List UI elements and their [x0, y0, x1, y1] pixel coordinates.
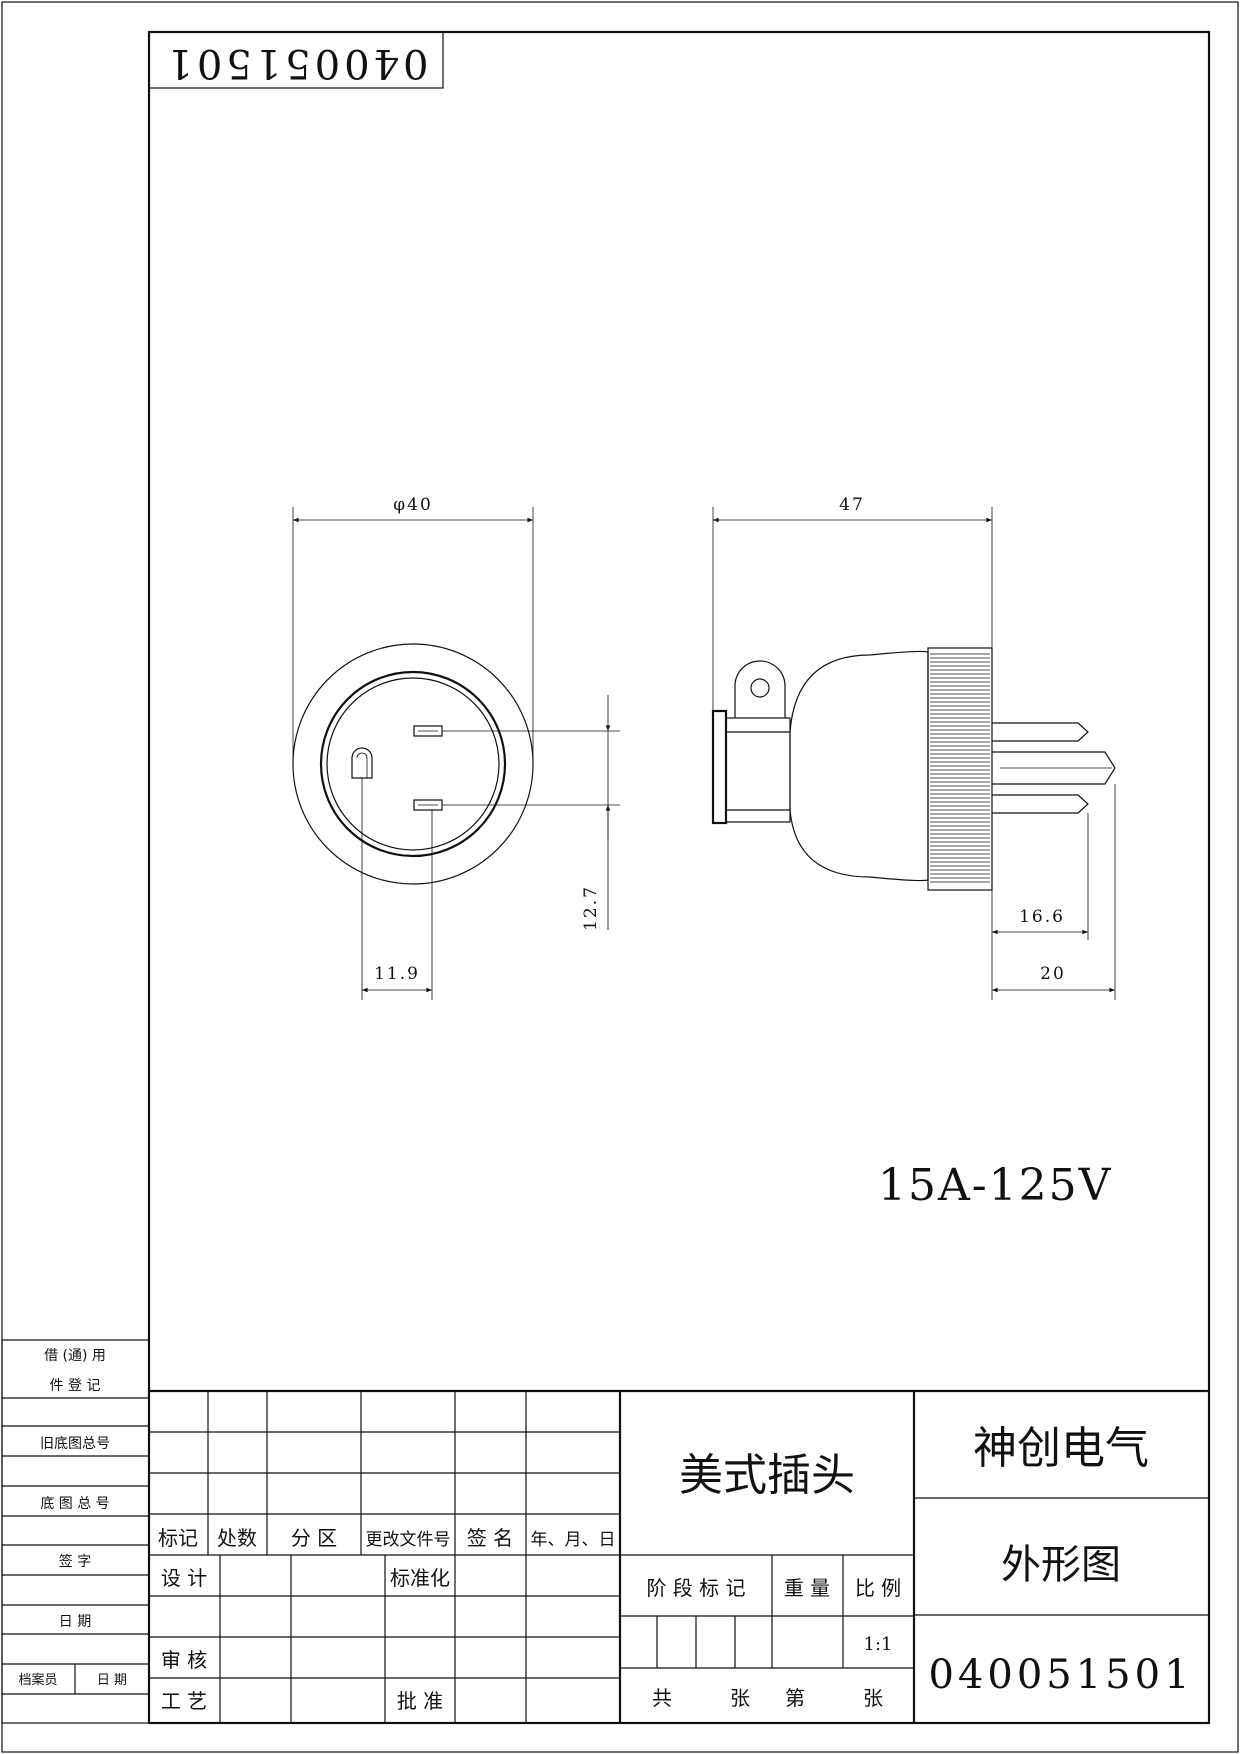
side-view: 47 16.6 20	[711, 495, 1116, 1000]
drawing-type: 外形图	[1001, 1542, 1121, 1588]
label-date: 日 期	[59, 1614, 91, 1630]
label-review: 审 核	[161, 1648, 207, 1672]
cord-collar	[725, 717, 791, 823]
company-name: 神创电气	[973, 1423, 1149, 1474]
left-register-column: 借 (通) 用 件 登 记 旧底图总号 底 图 总 号 签 字 日 期 档案员 …	[1, 1339, 150, 1724]
rotated-drawing-number: 040051501	[163, 40, 428, 86]
revision-header-1: 处数	[217, 1526, 257, 1550]
title-block: 美式插头 阶 段 标 记 重 量 比 例 1:1 共 张 第 张 神创电气 外形…	[620, 1423, 1209, 1710]
plug-outer-circle	[292, 643, 534, 885]
side-pin-bottom	[992, 794, 1089, 814]
label-archivist: 档案员	[18, 1673, 57, 1688]
label-base-no: 底 图 总 号	[40, 1496, 109, 1512]
label-sheets-total: 共	[652, 1686, 672, 1710]
scale-value: 1:1	[864, 1634, 893, 1655]
dim-pin-spacing: 12.7	[581, 885, 601, 931]
front-view: φ40 11.9 12.7	[292, 495, 620, 1000]
plug-face-inner	[326, 677, 500, 851]
label-sheet-unit-1: 张	[730, 1686, 750, 1710]
blade-bottom	[413, 799, 443, 811]
label-weight: 重 量	[784, 1576, 830, 1600]
cord-end	[711, 709, 728, 825]
tab-hole	[750, 678, 770, 698]
revision-header-2: 分 区	[291, 1526, 337, 1550]
dim-pin-short: 16.6	[1019, 907, 1065, 927]
knurl-lines	[930, 653, 990, 883]
dim-side-length: 47	[839, 495, 865, 515]
label-standardize: 标准化	[390, 1566, 450, 1590]
revision-header-4: 签 名	[467, 1526, 513, 1550]
rating-label: 15A-125V	[878, 1160, 1112, 1211]
ground-pin	[351, 747, 373, 779]
dim-pin-long: 20	[1040, 964, 1066, 984]
label-design: 设 计	[161, 1566, 207, 1590]
product-name: 美式插头	[679, 1450, 855, 1501]
dim-diameter: φ40	[393, 495, 433, 515]
drawing-frame	[147, 30, 1211, 1725]
label-borrow-2: 件 登 记	[50, 1378, 101, 1394]
drawing-number: 040051501	[928, 1652, 1193, 1698]
revision-table: 标记处数 分 区 更改文件号签 名年、月、日 设 计 标准化 审 核 工 艺 批 准	[149, 1389, 1209, 1723]
mounting-tab	[734, 660, 786, 718]
rotated-drawing-number-box: 040051501	[148, 31, 444, 89]
revision-header-0: 标记	[158, 1526, 198, 1550]
side-pin-top	[992, 722, 1089, 742]
plug-body-dome	[789, 650, 929, 882]
knurled-ring	[927, 647, 993, 891]
label-old-base-no: 旧底图总号	[40, 1436, 110, 1452]
label-approve: 批 准	[397, 1689, 443, 1713]
dim-pin-offset: 11.9	[374, 964, 420, 984]
label-sheet-unit-2: 张	[863, 1686, 883, 1710]
blade-top	[413, 725, 443, 737]
label-archive-date: 日 期	[97, 1673, 127, 1688]
label-scale: 比 例	[855, 1576, 901, 1600]
side-pin-ground	[992, 751, 1116, 785]
label-sheet-no: 第	[785, 1686, 805, 1710]
plug-face-ring	[319, 670, 507, 858]
revision-header-3: 更改文件号	[366, 1530, 451, 1550]
label-stage-mark: 阶 段 标 记	[646, 1576, 745, 1600]
revision-header-5: 年、月、日	[531, 1530, 616, 1550]
label-borrow-1: 借 (通) 用	[44, 1348, 106, 1364]
label-signature: 签 字	[59, 1553, 91, 1570]
label-process: 工 艺	[161, 1689, 207, 1713]
